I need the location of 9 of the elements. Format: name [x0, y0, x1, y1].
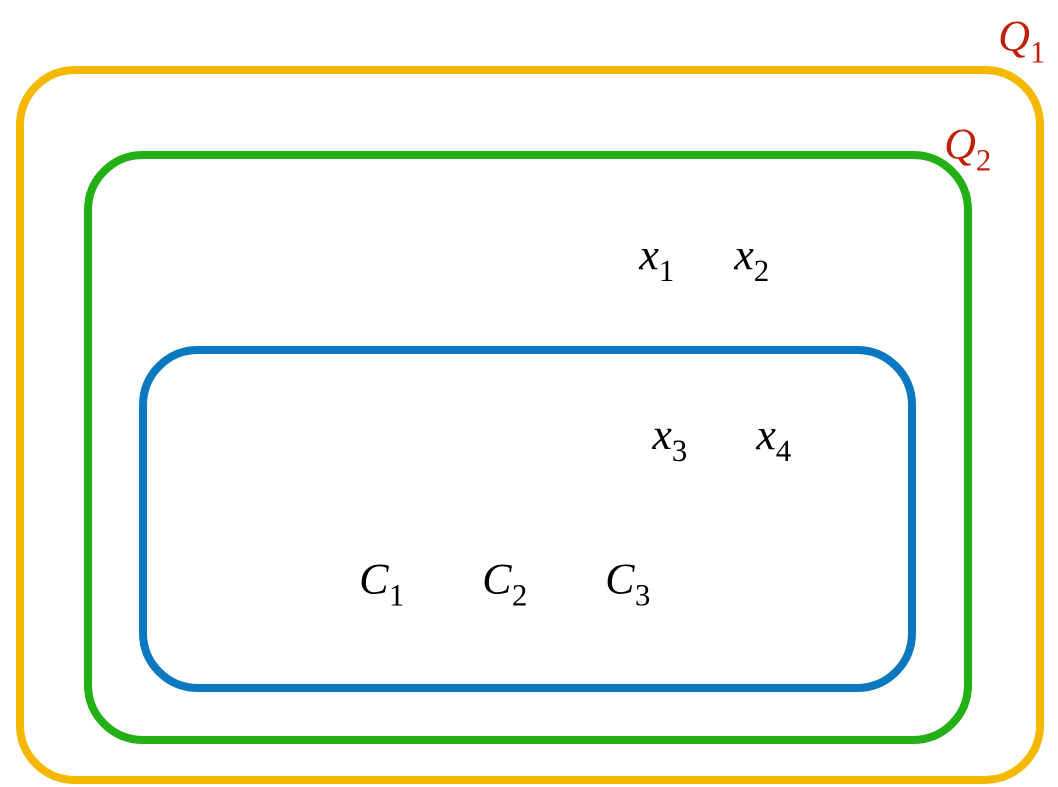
element-label: x$_{4}$ — [755, 429, 791, 461]
element-label: x$_{1}$ — [638, 249, 673, 281]
set-label: Q$_{2}$ — [946, 129, 990, 171]
set-label: Q$_{1}$ — [1000, 21, 1044, 63]
element-label: C$_{1}$ — [361, 564, 403, 606]
element-label: x$_{2}$ — [733, 249, 768, 281]
element-label: C$_{2}$ — [484, 564, 526, 606]
element-label: C$_{3}$ — [607, 564, 650, 606]
element-label: x$_{3}$ — [651, 428, 686, 462]
